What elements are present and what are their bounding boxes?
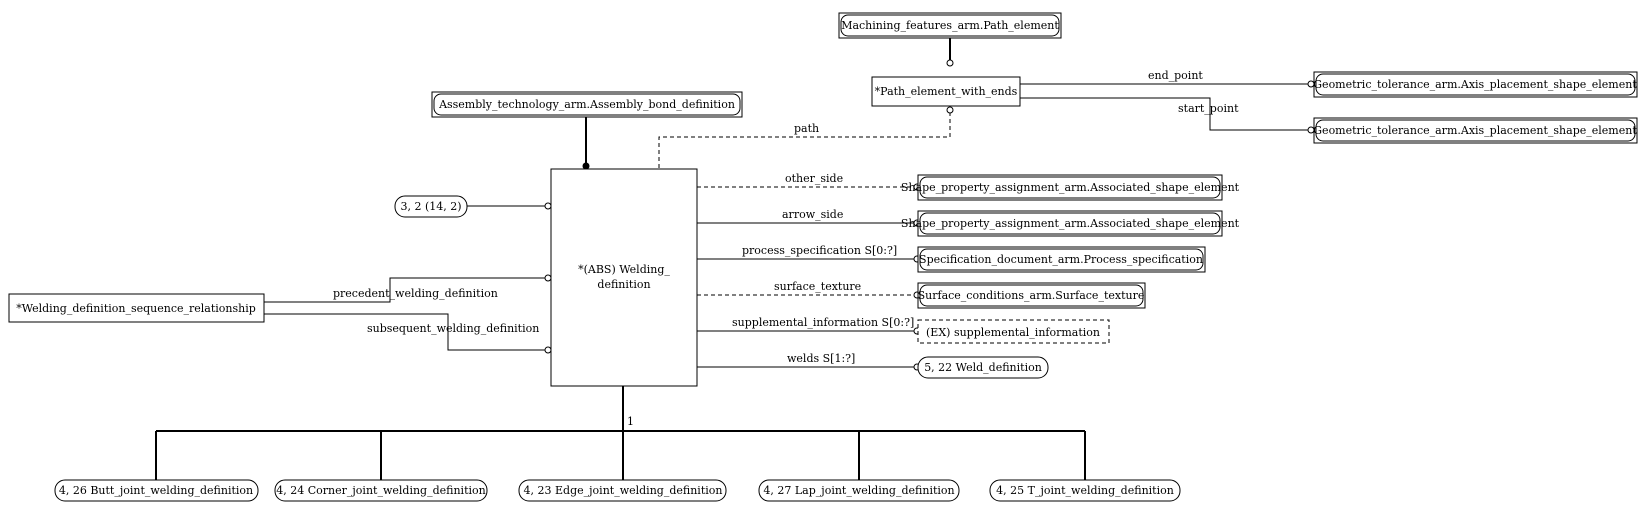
entity-welding-definition-sequence-relationship[interactable]: *Welding_definition_sequence_relationshi…	[8, 293, 265, 323]
relation-label-process-spec: process_specification S[0:?]	[742, 244, 897, 257]
svg-text:4, 24 Corner_joint_welding_def: 4, 24 Corner_joint_welding_definition	[276, 484, 485, 497]
svg-text:(EX) supplemental_information: (EX) supplemental_information	[926, 326, 1100, 339]
svg-text:4, 23 Edge_joint_welding_defin: 4, 23 Edge_joint_welding_definition	[524, 484, 723, 497]
svg-text:*Welding_definition_sequence_r: *Welding_definition_sequence_relationshi…	[16, 302, 256, 315]
relation-label-welds: welds S[1:?]	[787, 352, 855, 365]
entity-associated-shape-element-2[interactable]: Shape_property_assignment_arm.Associated…	[901, 210, 1240, 237]
entity-welding-definition[interactable]: *(ABS) Welding_ definition	[550, 168, 698, 387]
svg-text:*(ABS) Welding_: *(ABS) Welding_	[578, 263, 670, 276]
supertype-circle-assembly-bond	[582, 162, 590, 170]
svg-text:4, 26 Butt_joint_welding_defin: 4, 26 Butt_joint_welding_definition	[59, 484, 253, 497]
entity-supplemental-information[interactable]: (EX) supplemental_information	[917, 319, 1110, 344]
relation-label-supplemental: supplemental_information S[0:?]	[732, 316, 914, 329]
relation-end-circle-subsequent	[544, 346, 552, 354]
subtype-count-label: 1	[627, 415, 634, 428]
supertype-circle-path-element	[946, 59, 954, 67]
svg-text:3, 2 (14, 2): 3, 2 (14, 2)	[400, 200, 461, 213]
svg-text:Shape_property_assignment_arm.: Shape_property_assignment_arm.Associated…	[901, 217, 1240, 230]
svg-text:definition: definition	[597, 278, 650, 291]
svg-text:Assembly_technology_arm.Assemb: Assembly_technology_arm.Assembly_bond_de…	[438, 98, 735, 111]
svg-text:4, 27 Lap_joint_welding_defini: 4, 27 Lap_joint_welding_definition	[763, 484, 954, 497]
relation-end-circle-ref-3-2	[544, 202, 552, 210]
svg-text:*Path_element_with_ends: *Path_element_with_ends	[875, 85, 1018, 98]
entity-axis-placement-shape-element-1[interactable]: Geometric_tolerance_arm.Axis_placement_s…	[1313, 71, 1638, 98]
page-ref-t-joint[interactable]: 4, 25 T_joint_welding_definition	[989, 479, 1181, 502]
svg-text:Geometric_tolerance_arm.Axis_p: Geometric_tolerance_arm.Axis_placement_s…	[1313, 78, 1637, 91]
relation-label-surface-texture: surface_texture	[774, 280, 861, 293]
relation-line-subsequent	[264, 313, 545, 351]
relation-label-path: path	[794, 122, 819, 135]
entity-path-element[interactable]: Machining_features_arm.Path_element	[838, 12, 1062, 39]
entity-path-element-with-ends[interactable]: *Path_element_with_ends	[871, 76, 1021, 107]
page-ref-edge-joint[interactable]: 4, 23 Edge_joint_welding_definition	[518, 479, 727, 502]
relation-line-path	[658, 113, 951, 168]
relation-label-precedent: precedent_welding_definition	[333, 287, 498, 300]
relation-label-arrow-side: arrow_side	[782, 208, 843, 221]
entity-axis-placement-shape-element-2[interactable]: Geometric_tolerance_arm.Axis_placement_s…	[1313, 117, 1638, 144]
relation-end-circle-path	[946, 106, 954, 114]
page-ref-corner-joint[interactable]: 4, 24 Corner_joint_welding_definition	[274, 479, 488, 502]
page-ref-weld-definition[interactable]: 5, 22 Weld_definition	[917, 356, 1049, 379]
svg-text:Machining_features_arm.Path_el: Machining_features_arm.Path_element	[841, 19, 1059, 32]
svg-text:5, 22 Weld_definition: 5, 22 Weld_definition	[924, 361, 1042, 374]
page-ref-butt-joint[interactable]: 4, 26 Butt_joint_welding_definition	[54, 479, 259, 502]
entity-process-specification[interactable]: Specification_document_arm.Process_speci…	[917, 246, 1206, 273]
svg-text:Surface_conditions_arm.Surface: Surface_conditions_arm.Surface_texture	[918, 289, 1145, 302]
relation-line-start-point	[1020, 97, 1308, 131]
svg-text:4, 25 T_joint_welding_definiti: 4, 25 T_joint_welding_definition	[996, 484, 1174, 497]
relation-label-subsequent: subsequent_welding_definition	[367, 322, 539, 335]
page-ref-3-2[interactable]: 3, 2 (14, 2)	[394, 195, 468, 218]
relation-label-other-side: other_side	[785, 172, 843, 185]
entity-surface-texture[interactable]: Surface_conditions_arm.Surface_texture	[917, 282, 1146, 309]
relation-label-end-point: end_point	[1148, 69, 1203, 82]
page-ref-lap-joint[interactable]: 4, 27 Lap_joint_welding_definition	[758, 479, 960, 502]
relation-label-start-point: start_point	[1178, 102, 1239, 115]
relation-line-precedent	[264, 277, 545, 303]
entity-assembly-bond-definition[interactable]: Assembly_technology_arm.Assembly_bond_de…	[431, 91, 743, 118]
svg-text:Geometric_tolerance_arm.Axis_p: Geometric_tolerance_arm.Axis_placement_s…	[1313, 124, 1637, 137]
svg-text:Specification_document_arm.Pro: Specification_document_arm.Process_speci…	[919, 253, 1203, 266]
entity-associated-shape-element-1[interactable]: Shape_property_assignment_arm.Associated…	[901, 174, 1240, 201]
relation-end-circle-precedent	[544, 274, 552, 282]
svg-text:Shape_property_assignment_arm.: Shape_property_assignment_arm.Associated…	[901, 181, 1240, 194]
